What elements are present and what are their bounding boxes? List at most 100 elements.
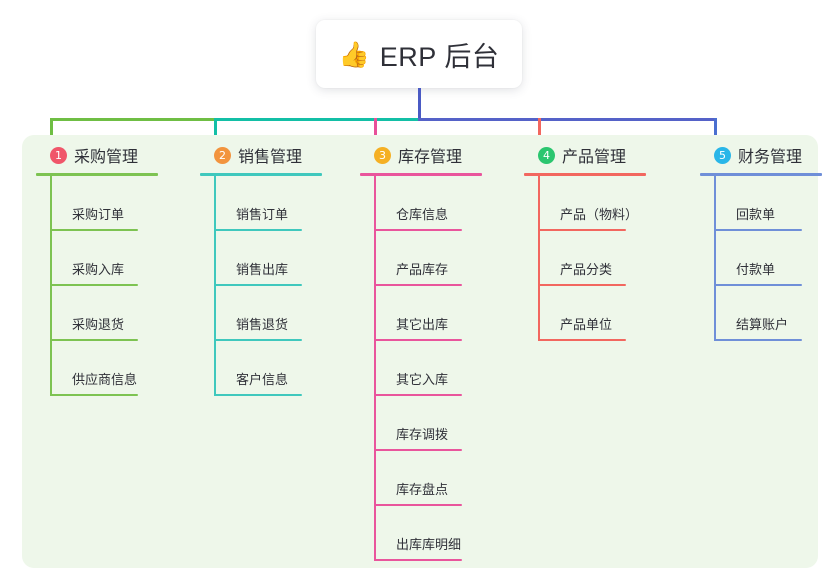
- leaf-underline: [374, 504, 462, 506]
- leaf-node[interactable]: 销售订单: [214, 176, 322, 231]
- leaf-underline: [50, 284, 138, 286]
- branch-spine: [714, 176, 716, 341]
- thumbs-up-icon: 👍: [338, 40, 370, 69]
- branch-panel: [22, 135, 818, 568]
- branch-title: 财务管理: [738, 149, 803, 166]
- leaf-node[interactable]: 产品（物料）: [538, 176, 646, 231]
- branch-column-1: 1 采购管理采购订单采购入库采购退货供应商信息: [36, 143, 158, 396]
- leaf-label: 客户信息: [236, 372, 289, 387]
- leaf-node[interactable]: 产品分类: [538, 231, 646, 286]
- leaf-node[interactable]: 销售出库: [214, 231, 322, 286]
- branch-drop-1: [50, 118, 53, 144]
- leaf-label: 销售订单: [236, 207, 289, 222]
- leaf-underline: [214, 284, 302, 286]
- leaf-underline: [374, 394, 462, 396]
- leaf-label: 出库库明细: [396, 537, 462, 552]
- leaf-node[interactable]: 库存调拨: [374, 396, 482, 451]
- leaf-node[interactable]: 付款单: [714, 231, 822, 286]
- bar-segment-teal: [214, 118, 421, 121]
- branch-leaf-group: 产品（物料） 产品分类产品单位: [538, 176, 646, 341]
- branch-leaf-group: 仓库信息产品库存其它出库其它入库库存调拨库存盘点出库库明细: [374, 176, 482, 561]
- leaf-underline: [374, 559, 462, 561]
- branch-underline: [700, 173, 822, 176]
- branch-title: 产品管理: [562, 149, 627, 166]
- branch-number-badge: 2: [214, 146, 231, 164]
- branch-header-3[interactable]: 3 库存管理: [360, 143, 482, 167]
- leaf-label: 销售出库: [236, 262, 289, 277]
- leaf-node[interactable]: 采购退货: [50, 286, 158, 341]
- leaf-underline: [50, 394, 138, 396]
- leaf-label: 供应商信息: [72, 372, 138, 387]
- branch-spine: [538, 176, 540, 341]
- leaf-label: 产品库存: [396, 262, 449, 277]
- branch-underline: [524, 173, 646, 176]
- branch-header-1[interactable]: 1 采购管理: [36, 143, 158, 167]
- leaf-label: 回款单: [736, 207, 776, 222]
- leaf-node[interactable]: 其它入库: [374, 341, 482, 396]
- branch-leaf-group: 采购订单采购入库采购退货供应商信息: [50, 176, 158, 396]
- leaf-label: 库存调拨: [396, 427, 449, 442]
- leaf-label: 其它入库: [396, 372, 449, 387]
- leaf-label: 库存盘点: [396, 482, 449, 497]
- leaf-label: 采购退货: [72, 317, 125, 332]
- leaf-node[interactable]: 产品库存: [374, 231, 482, 286]
- leaf-node[interactable]: 回款单: [714, 176, 822, 231]
- leaf-node[interactable]: 仓库信息: [374, 176, 482, 231]
- branch-spine: [214, 176, 216, 396]
- leaf-node[interactable]: 销售退货: [214, 286, 322, 341]
- leaf-underline: [714, 229, 802, 231]
- leaf-node[interactable]: 其它出库: [374, 286, 482, 341]
- bar-segment-green: [50, 118, 217, 121]
- leaf-underline: [538, 229, 626, 231]
- leaf-label: 销售退货: [236, 317, 289, 332]
- branch-leaf-group: 销售订单销售出库销售退货客户信息: [214, 176, 322, 396]
- leaf-label: 其它出库: [396, 317, 449, 332]
- branch-title: 采购管理: [74, 149, 139, 166]
- leaf-label: 产品分类: [560, 262, 613, 277]
- leaf-node[interactable]: 客户信息: [214, 341, 322, 396]
- leaf-node[interactable]: 采购入库: [50, 231, 158, 286]
- branch-spine: [50, 176, 52, 396]
- branch-underline: [360, 173, 482, 176]
- branch-drop-5: [714, 118, 717, 144]
- leaf-label: 采购入库: [72, 262, 125, 277]
- leaf-node[interactable]: 结算账户: [714, 286, 822, 341]
- branch-header-4[interactable]: 4 产品管理: [524, 143, 646, 167]
- leaf-label: 产品单位: [560, 317, 613, 332]
- branch-drop-2: [214, 118, 217, 144]
- branch-column-4: 4 产品管理产品（物料） 产品分类产品单位: [524, 143, 646, 341]
- leaf-label: 结算账户: [736, 317, 789, 332]
- bar-segment-blue: [418, 118, 717, 121]
- leaf-underline: [374, 449, 462, 451]
- leaf-underline: [714, 284, 802, 286]
- branch-number-badge: 3: [374, 146, 391, 164]
- leaf-underline: [50, 339, 138, 341]
- branch-number-badge: 4: [538, 146, 555, 164]
- leaf-label: 仓库信息: [396, 207, 449, 222]
- branch-number-badge: 5: [714, 146, 731, 164]
- leaf-node[interactable]: 采购订单: [50, 176, 158, 231]
- leaf-underline: [214, 394, 302, 396]
- branch-column-3: 3 库存管理仓库信息产品库存其它出库其它入库库存调拨库存盘点出库库明细: [360, 143, 482, 561]
- branch-title: 库存管理: [398, 149, 463, 166]
- branch-header-5[interactable]: 5 财务管理: [700, 143, 822, 167]
- root-node[interactable]: 👍 ERP 后台: [316, 20, 522, 88]
- leaf-underline: [714, 339, 802, 341]
- root-stem: [418, 88, 421, 121]
- leaf-underline: [538, 339, 626, 341]
- leaf-node[interactable]: 供应商信息: [50, 341, 158, 396]
- branch-leaf-group: 回款单付款单结算账户: [714, 176, 822, 341]
- branch-number-badge: 1: [50, 146, 67, 164]
- leaf-node[interactable]: 库存盘点: [374, 451, 482, 506]
- leaf-label: 付款单: [736, 262, 776, 277]
- leaf-node[interactable]: 产品单位: [538, 286, 646, 341]
- leaf-underline: [374, 284, 462, 286]
- leaf-underline: [538, 284, 626, 286]
- branch-underline: [36, 173, 158, 176]
- leaf-node[interactable]: 出库库明细: [374, 506, 482, 561]
- leaf-underline: [214, 339, 302, 341]
- branch-column-5: 5 财务管理回款单付款单结算账户: [700, 143, 822, 341]
